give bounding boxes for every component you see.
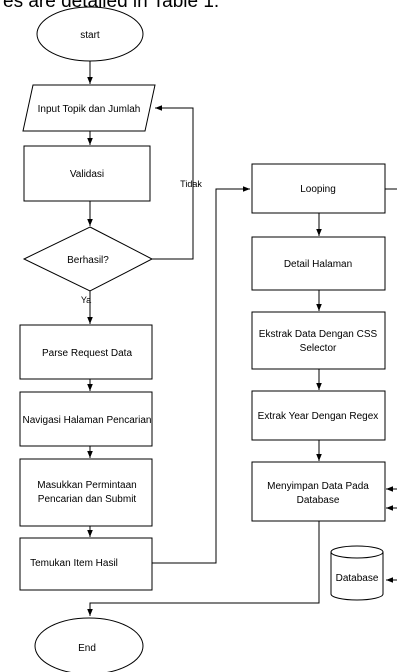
node-menyimpan-label-line1: Menyimpan Data Pada xyxy=(267,481,369,492)
node-end-label: End xyxy=(78,643,96,654)
node-temukan-label: Temukan Item Hasil xyxy=(30,558,118,569)
node-ekstrak-label-line2: Selector xyxy=(300,343,337,354)
node-berhasil-label: Berhasil? xyxy=(67,255,109,266)
node-extrak-year: Extrak Year Dengan Regex xyxy=(251,390,386,441)
node-parse-request: Parse Request Data xyxy=(19,324,153,380)
node-database-label: Database xyxy=(336,573,379,584)
node-validasi: Validasi xyxy=(23,145,151,202)
node-detail-halaman: Detail Halaman xyxy=(251,236,386,291)
node-looping-label: Looping xyxy=(300,184,336,195)
edge-temukan-to-looping xyxy=(152,186,250,564)
node-navigasi-label: Navigasi Halaman Pencarian xyxy=(23,415,152,426)
node-input-topik-label: Input Topik dan Jumlah xyxy=(38,104,141,115)
node-parse-request-label: Parse Request Data xyxy=(42,348,132,359)
node-start-label: start xyxy=(80,30,100,41)
edge-label-ya: Ya xyxy=(81,295,91,305)
node-temukan-item: Temukan Item Hasil xyxy=(19,537,153,591)
node-menyimpan: Menyimpan Data Pada Database xyxy=(251,461,386,522)
node-masukkan-label-line2: Pencarian dan Submit xyxy=(38,494,137,505)
node-navigasi: Navigasi Halaman Pencarian xyxy=(19,391,153,447)
node-input-topik: Input Topik dan Jumlah xyxy=(22,84,156,132)
edge-tidak-loop xyxy=(152,105,194,260)
node-extrak-year-label: Extrak Year Dengan Regex xyxy=(258,411,379,422)
node-start: start xyxy=(36,6,144,62)
node-ekstrak-label-line1: Ekstrak Data Dengan CSS xyxy=(259,329,378,340)
node-masukkan-label-line1: Masukkan Permintaan xyxy=(37,480,137,491)
node-validasi-label: Validasi xyxy=(70,169,104,180)
node-detail-label: Detail Halaman xyxy=(284,259,352,270)
node-looping: Looping xyxy=(251,163,386,214)
header-text-fragment: es are detailed in Table 1. xyxy=(3,0,220,12)
node-end: End xyxy=(34,617,144,672)
edge-label-tidak: Tidak xyxy=(180,179,202,189)
node-menyimpan-label-line2: Database xyxy=(297,495,340,506)
node-ekstrak-css: Ekstrak Data Dengan CSS Selector xyxy=(251,311,386,370)
node-masukkan-permintaan: Masukkan Permintaan Pencarian dan Submit xyxy=(19,458,153,527)
node-database-cylinder: Database xyxy=(330,545,384,601)
edge-menyimpan-to-end xyxy=(87,521,320,616)
node-berhasil-decision: Berhasil? xyxy=(22,226,154,292)
